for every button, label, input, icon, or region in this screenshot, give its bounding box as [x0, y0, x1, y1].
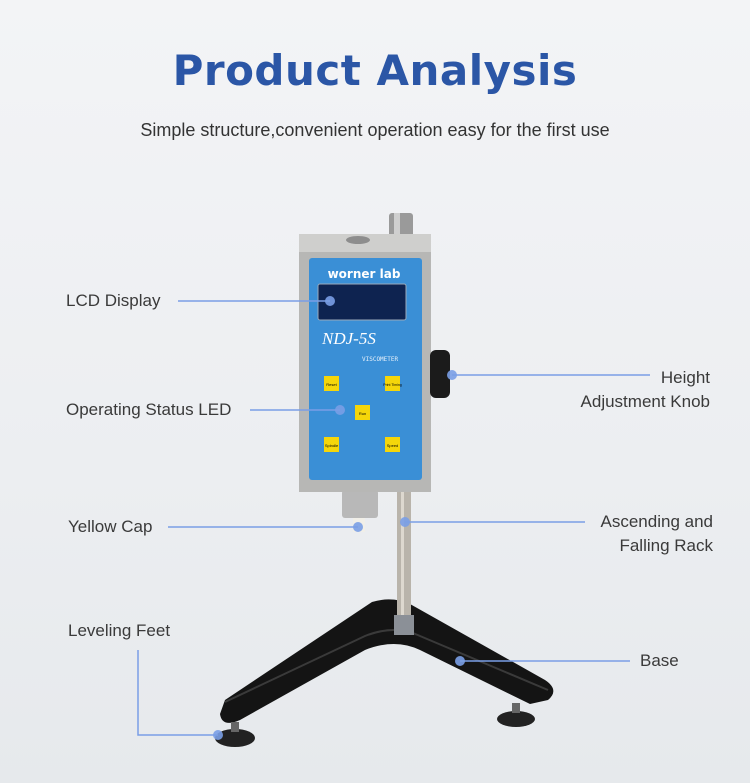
brand-logo: worner lab	[328, 267, 401, 281]
label-line: Ascending and	[600, 512, 713, 531]
device-type: VISCOMETER	[362, 356, 399, 363]
callout-dot-rack	[400, 517, 410, 527]
callout-dot-led	[335, 405, 345, 415]
leveling-foot-right	[497, 703, 535, 727]
svg-text:Print Timing: Print Timing	[383, 383, 402, 387]
callout-dot-feet	[213, 730, 223, 740]
model-name: NDJ-5S	[321, 329, 376, 348]
label-operating-status-led: Operating Status LED	[66, 400, 232, 419]
height-adjustment-knob[interactable]	[430, 350, 450, 398]
svg-text:Speed: Speed	[387, 443, 399, 448]
label-line: Falling Rack	[619, 536, 713, 555]
svg-text:Spindle: Spindle	[325, 443, 339, 448]
svg-text:Run: Run	[359, 411, 366, 416]
label-line: Adjustment Knob	[580, 392, 710, 411]
speed-button[interactable]: Speed	[385, 437, 400, 452]
page-subtitle: Simple structure,convenient operation ea…	[140, 120, 610, 140]
label-lcd-display: LCD Display	[66, 291, 161, 310]
label-leveling-feet: Leveling Feet	[68, 621, 171, 640]
spindle-button[interactable]: Spindle	[324, 437, 339, 452]
run-button[interactable]: Run	[355, 405, 370, 420]
label-height-adjustment-knob: Height Adjustment Knob	[581, 366, 710, 414]
callout-dot-base	[455, 656, 465, 666]
label-base: Base	[640, 651, 679, 670]
reset-button[interactable]: Reset	[324, 376, 339, 391]
callout-line-feet	[137, 650, 218, 736]
page-title: Product Analysis	[172, 46, 578, 95]
callout-dot-cap	[353, 522, 363, 532]
label-yellow-cap: Yellow Cap	[68, 517, 153, 536]
svg-text:Reset: Reset	[326, 382, 337, 387]
print-timing-button[interactable]: Print Timing	[383, 376, 402, 391]
label-line: Height	[660, 368, 710, 387]
callout-dot-knob	[447, 370, 457, 380]
callout-dot-lcd	[325, 296, 335, 306]
label-ascending-falling-rack: Ascending and Falling Rack	[601, 510, 713, 558]
leveling-foot-left	[215, 722, 255, 747]
lcd-display	[317, 283, 407, 321]
